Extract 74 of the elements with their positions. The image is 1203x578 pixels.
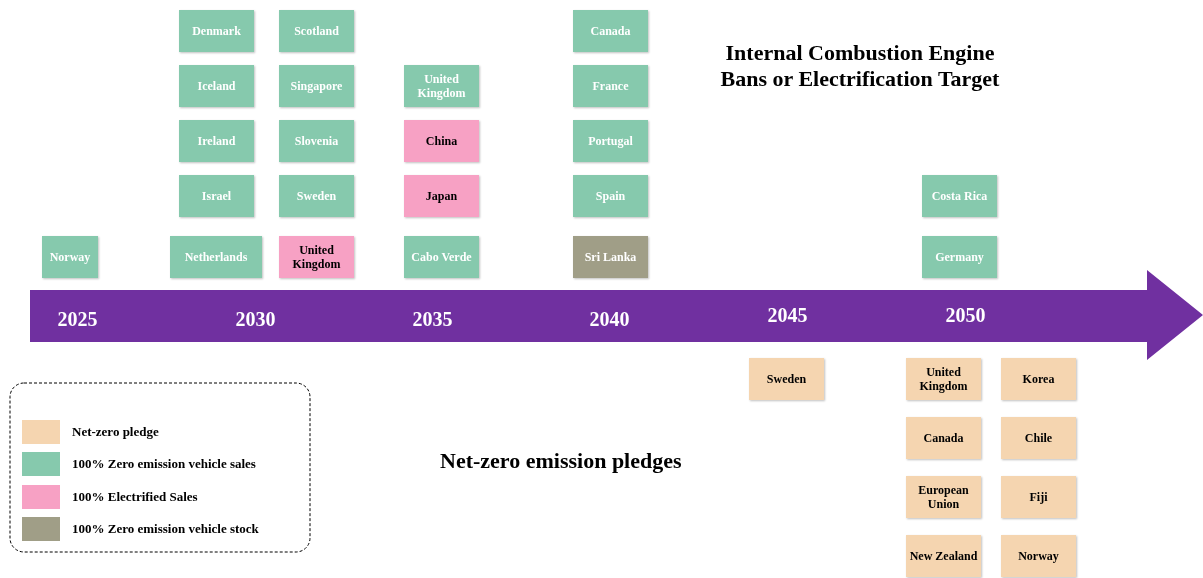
country-name: Portugal (588, 134, 633, 148)
country-name: Singapore (290, 79, 343, 93)
year-label: 2025 (56, 307, 99, 331)
country-box (42, 236, 98, 278)
legend-label: 100% Zero emission vehicle sales (72, 456, 256, 472)
country-name: Slovenia (294, 134, 339, 148)
country-box (906, 417, 981, 459)
country-box (906, 358, 981, 400)
country-name: United Kingdom (291, 243, 342, 271)
country-name: European Union (917, 483, 970, 511)
country-name: Canada (923, 431, 964, 445)
legend-label: Net-zero pledge (72, 424, 159, 440)
country-name: United Kingdom (918, 365, 969, 393)
country-name: France (592, 79, 629, 93)
country-name: Sweden (296, 189, 337, 203)
heading: Net-zero emission pledges (440, 448, 683, 474)
country-box (404, 120, 479, 162)
country-name: Israel (201, 189, 232, 203)
country-box (573, 120, 648, 162)
year-label: 2035 (411, 307, 454, 331)
country-name: Germany (935, 250, 984, 264)
country-box (573, 10, 648, 52)
country-box (279, 65, 354, 107)
country-box (1001, 417, 1076, 459)
country-box (404, 175, 479, 217)
country-box (749, 358, 824, 400)
country-name: Chile (1024, 431, 1053, 445)
heading: Internal Combustion Engine Bans or Electrification Target (719, 40, 1001, 92)
country-box (922, 236, 997, 278)
country-name: Japan (425, 189, 458, 203)
country-box (906, 535, 981, 577)
country-box (573, 175, 648, 217)
country-box (179, 120, 254, 162)
country-box (922, 175, 997, 217)
country-name: Sweden (766, 372, 807, 386)
year-label: 2030 (234, 307, 277, 331)
year-label: 2050 (944, 303, 987, 327)
country-name: Spain (595, 189, 626, 203)
country-name: New Zealand (909, 549, 978, 563)
legend-label: 100% Electrified Sales (72, 489, 198, 505)
country-box (404, 236, 479, 278)
country-name: Norway (1018, 549, 1059, 563)
country-name: Canada (590, 24, 631, 38)
year-label: 2045 (766, 303, 809, 327)
country-name: Denmark (192, 24, 241, 38)
country-box (573, 236, 648, 278)
country-box (279, 175, 354, 217)
country-name: Sri Lanka (584, 250, 637, 264)
country-box (404, 65, 479, 107)
country-box (170, 236, 262, 278)
country-name: Cabo Verde (411, 250, 472, 264)
country-name: Costa Rica (931, 189, 988, 203)
country-name: Netherlands (184, 250, 248, 264)
country-name: Iceland (197, 79, 236, 93)
country-box (279, 120, 354, 162)
country-box (279, 236, 354, 278)
country-box (179, 175, 254, 217)
country-box (179, 65, 254, 107)
country-name: Korea (1022, 372, 1055, 386)
country-box (1001, 358, 1076, 400)
country-box (906, 476, 981, 518)
country-name: Scotland (294, 24, 339, 38)
country-box (179, 10, 254, 52)
country-name: United Kingdom (416, 72, 467, 100)
year-label: 2040 (588, 307, 631, 331)
country-name: China (425, 134, 458, 148)
country-name: Norway (49, 250, 91, 264)
legend-label: 100% Zero emission vehicle stock (72, 521, 259, 537)
country-box (1001, 535, 1076, 577)
country-name: Fiji (1029, 490, 1048, 504)
country-name: Ireland (197, 134, 236, 148)
country-box (1001, 476, 1076, 518)
country-box (573, 65, 648, 107)
country-box (279, 10, 354, 52)
